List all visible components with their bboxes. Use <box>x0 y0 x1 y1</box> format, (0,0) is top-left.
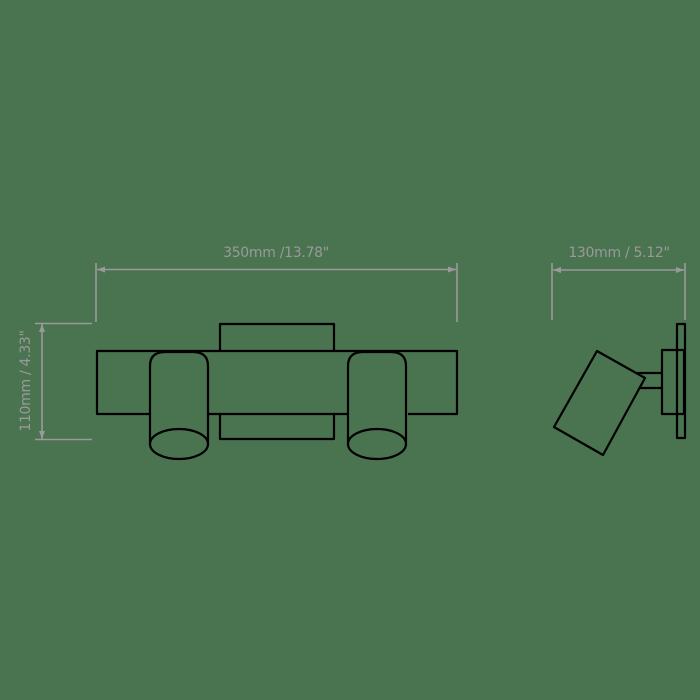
left-spot-cylinder <box>148 350 210 461</box>
front-view <box>95 322 459 461</box>
mounting-bar <box>95 349 459 416</box>
back-plate-top <box>218 322 336 350</box>
front-width-dimension: 350mm /13.78" <box>95 245 458 322</box>
tilted-spot-head <box>552 349 647 457</box>
front-height-label: 110mm / 4.33" <box>18 330 34 431</box>
front-width-label: 350mm /13.78" <box>223 245 329 261</box>
right-spot-cylinder <box>346 350 408 461</box>
side-depth-dimension: 130mm / 5.12" <box>551 245 686 320</box>
back-plate-bottom <box>218 414 336 441</box>
side-depth-label: 130mm / 5.12" <box>568 245 669 261</box>
front-height-dimension: 110mm / 4.33" <box>18 322 92 441</box>
side-view <box>552 322 687 457</box>
mount-box <box>660 348 686 416</box>
